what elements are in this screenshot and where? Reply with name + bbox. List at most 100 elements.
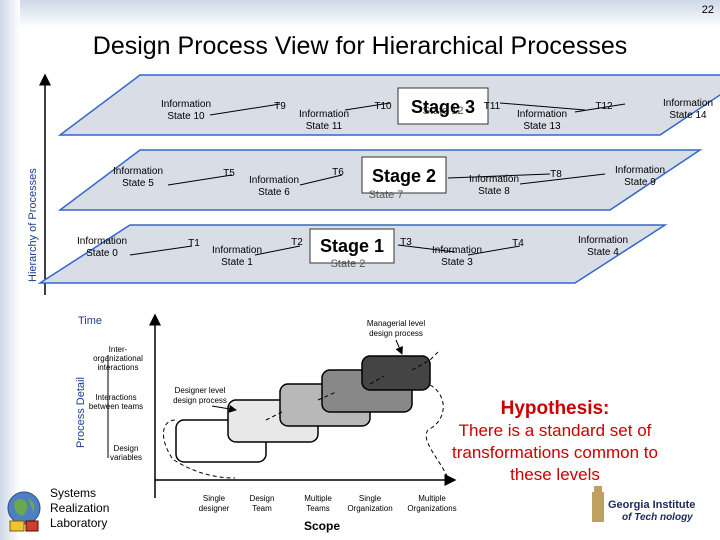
- stage-1-edge: [129, 245, 193, 256]
- stage-2-hidden-state: State 7: [369, 189, 404, 201]
- state-11-line2: State 11: [306, 121, 343, 132]
- transition-t5: T5: [223, 168, 235, 179]
- transition-t3: T3: [400, 237, 412, 248]
- transition-dashed-arrow: [265, 411, 283, 421]
- stage-2-edge: [167, 174, 233, 186]
- transition-t6: T6: [332, 167, 344, 178]
- state-14-line2: State 14: [669, 110, 707, 121]
- slide-top-band: [0, 0, 720, 28]
- state-14-line1: Information: [663, 98, 713, 109]
- state-3-line2: State 3: [441, 257, 473, 268]
- srl-globe-icon: [7, 491, 41, 532]
- stage-3-edge: [499, 102, 586, 111]
- state-10-line1: Information: [161, 99, 211, 110]
- transition-dashed-arrow: [173, 459, 236, 479]
- state-5-line2: State 5: [122, 178, 154, 189]
- state-13-line2: State 13: [523, 121, 561, 132]
- stage-3-box: [397, 87, 489, 125]
- transition-dashed-arrow: [369, 375, 385, 385]
- state-4-line1: Information: [578, 235, 628, 246]
- scope-level-4-line1: Single: [359, 494, 382, 503]
- designer-label-line2: design process: [173, 396, 227, 405]
- state-10-line2: State 10: [167, 111, 205, 122]
- lab-name: Systems Realization Laboratory: [50, 486, 109, 531]
- detail-level-3-line2: variables: [110, 453, 142, 462]
- detail-level-3-line1: Design: [114, 444, 139, 453]
- transition-t12: T12: [595, 101, 613, 112]
- state-1-line2: State 1: [221, 257, 253, 268]
- state-9-line2: State 9: [624, 177, 656, 188]
- scope-label: Scope: [304, 519, 340, 533]
- hierarchy-axis-label: Hierarchy of Processes: [27, 168, 39, 282]
- page-number: 22: [701, 4, 714, 16]
- state-9-line1: Information: [615, 165, 665, 176]
- process-level-5: [361, 355, 431, 391]
- stage-1-edge: [467, 245, 521, 256]
- transition-t11: T11: [484, 101, 501, 112]
- scope-level-3-line2: Teams: [306, 504, 330, 513]
- state-0-line1: Information: [77, 236, 127, 247]
- logo-line1: Georgia Institute: [608, 499, 695, 511]
- state-0-line2: State 0: [86, 248, 118, 259]
- stage-2-edge: [447, 173, 551, 179]
- logo-line2: of Tech nology: [622, 512, 693, 523]
- transition-dashed-arrow: [425, 384, 449, 479]
- managerial-label-line2: design process: [369, 329, 423, 338]
- process-levels-stack: [163, 349, 449, 479]
- transition-t2: T2: [291, 237, 303, 248]
- hypothesis-heading: Hypothesis:: [500, 398, 610, 419]
- state-11-line1: Information: [299, 109, 349, 120]
- detail-level-2-line1: Interactions: [95, 393, 136, 402]
- transition-t8: T8: [550, 169, 562, 180]
- hypothesis-text: There is a standard set of transformatio…: [452, 421, 658, 484]
- designer-pointer: [211, 404, 237, 413]
- stage-3-edge: [574, 103, 626, 113]
- state-6-line1: Information: [249, 175, 299, 186]
- transition-dashed-arrow: [411, 349, 441, 371]
- state-3-line1: Information: [432, 245, 482, 256]
- stage-3-edge: [344, 102, 391, 111]
- georgia-tech-logo: Georgia Institute of Tech nology: [592, 486, 712, 523]
- stage-2-edge: [299, 174, 343, 186]
- stage-3-parallelogram: [57, 74, 720, 136]
- scope-level-2-line2: Team: [252, 504, 272, 513]
- scope-level-5-line2: Organizations: [407, 504, 456, 513]
- lab-line-1: Systems: [50, 486, 97, 500]
- detail-level-1-line1: Inter-: [109, 345, 128, 354]
- transition-t1: T1: [188, 238, 200, 249]
- transition-dashed-arrow: [317, 391, 337, 401]
- stage-1-edge: [254, 245, 301, 256]
- state-1-line1: Information: [212, 245, 262, 256]
- detail-level-1-line3: interactions: [98, 363, 139, 372]
- state-4-line2: State 4: [587, 247, 619, 258]
- designer-label-line1: Designer level: [175, 386, 226, 395]
- state-8-line2: State 8: [478, 186, 510, 197]
- managerial-pointer: [395, 339, 403, 355]
- transition-dashed-arrow: [163, 419, 177, 459]
- state-5-line1: Information: [113, 166, 163, 177]
- managerial-label-line1: Managerial level: [367, 319, 425, 328]
- hypothesis-callout: Hypothesis: There is a standard set of t…: [430, 398, 680, 486]
- stage-1-label: Stage 1: [320, 236, 384, 256]
- time-label: Time: [78, 315, 102, 327]
- stage-1-box: [309, 228, 395, 264]
- detail-level-2-line2: between teams: [89, 402, 143, 411]
- stage-3-hidden-state: State 12: [423, 105, 464, 117]
- state-8-line1: Information: [469, 174, 519, 185]
- stage-3-plane: State 12 Stage 3 Information State 10 T9…: [57, 74, 720, 136]
- transition-t9: T9: [274, 101, 286, 112]
- process-detail-label: Process Detail: [75, 377, 87, 448]
- scope-level-1-line1: Single: [203, 494, 226, 503]
- lab-line-3: Laboratory: [50, 516, 108, 530]
- page-title: Design Process View for Hierarchical Pro…: [92, 32, 628, 60]
- scope-level-5-line1: Multiple: [418, 494, 446, 503]
- lab-line-2: Realization: [50, 501, 110, 515]
- stage-2-edge: [519, 173, 606, 185]
- scope-level-3-line1: Multiple: [304, 494, 332, 503]
- state-6-line2: State 6: [258, 187, 290, 198]
- scope-level-2-line1: Design: [250, 494, 275, 503]
- stage-2-label: Stage 2: [372, 166, 436, 186]
- transition-t4: T4: [512, 238, 524, 249]
- scope-level-1-line2: designer: [199, 504, 230, 513]
